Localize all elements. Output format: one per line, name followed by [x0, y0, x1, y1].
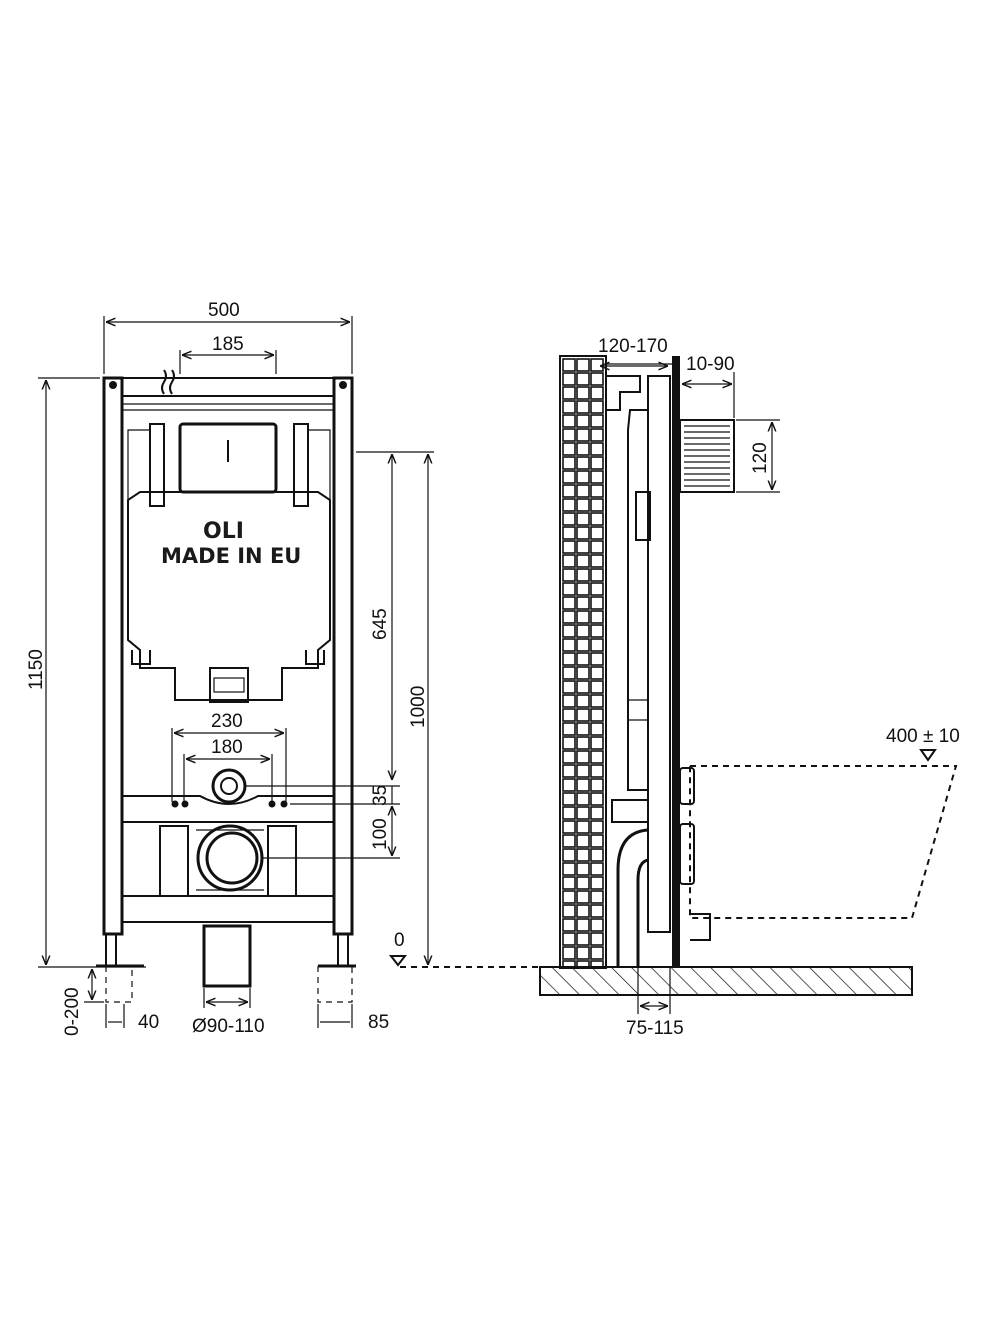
dim-offset-10-90: 10-90: [686, 354, 735, 375]
dim-width-total: 500: [208, 300, 240, 321]
side-view: 120-170 10-90 120 400 ± 10 75-115: [539, 336, 960, 1039]
cistern-body: [127, 491, 331, 701]
right-bolt-icon: [339, 381, 347, 389]
dim-leg-adjust: 0-200: [62, 987, 83, 1036]
floor-zero-label: 0: [394, 930, 405, 951]
bowl-level-marker-icon: [919, 749, 937, 762]
middle-crossbar: [121, 795, 335, 823]
left-upright: [102, 376, 124, 936]
toilet-bowl-outline: [689, 765, 958, 919]
brand-logo: OLI: [203, 519, 244, 544]
dim-spacing-180: 180: [211, 737, 243, 758]
flush-plate-box: [679, 419, 735, 493]
flush-plate-mount: [178, 422, 278, 494]
dim-height-1000: 1000: [408, 686, 429, 728]
left-bracket: [149, 423, 165, 507]
front-board: [672, 356, 680, 966]
dim-height-total: 1150: [26, 649, 47, 690]
dim-width-inner: 185: [212, 334, 244, 355]
dim-offset-100: 100: [370, 818, 391, 850]
front-view: OLI MADE IN EU 0: [26, 300, 540, 1037]
water-inlet-icon: [161, 369, 175, 395]
dim-pipe-diameter: Ø90-110: [192, 1016, 265, 1037]
drain-pipe: [202, 924, 252, 988]
dim-spacing-230: 230: [211, 711, 243, 732]
flush-pipe-icon: [211, 768, 247, 804]
left-bolt-icon: [109, 381, 117, 389]
drain-elbow: [616, 828, 649, 966]
dim-offset-35: 35: [370, 785, 391, 806]
dim-leg-40: 40: [138, 1012, 159, 1033]
bottom-rail: [121, 895, 335, 923]
dim-depth: 120-170: [598, 336, 668, 357]
left-leg: [105, 933, 117, 967]
right-bracket: [293, 423, 309, 507]
dim-height-120: 120: [750, 442, 771, 474]
floor-slab: [540, 967, 912, 995]
dim-pipe-75-115: 75-115: [626, 1018, 684, 1039]
floor-level-marker-icon: [388, 955, 408, 967]
brick-wall: [562, 358, 604, 966]
dim-foot-85: 85: [368, 1012, 389, 1033]
dim-height-645: 645: [370, 608, 391, 640]
right-leg: [337, 933, 349, 967]
dim-bowl-height: 400 ± 10: [886, 726, 960, 747]
frame-panel: [647, 375, 671, 933]
cistern-side: [627, 409, 649, 791]
top-rail: [121, 377, 335, 397]
origin-label: MADE IN EU: [161, 544, 301, 568]
right-upright: [332, 376, 354, 936]
